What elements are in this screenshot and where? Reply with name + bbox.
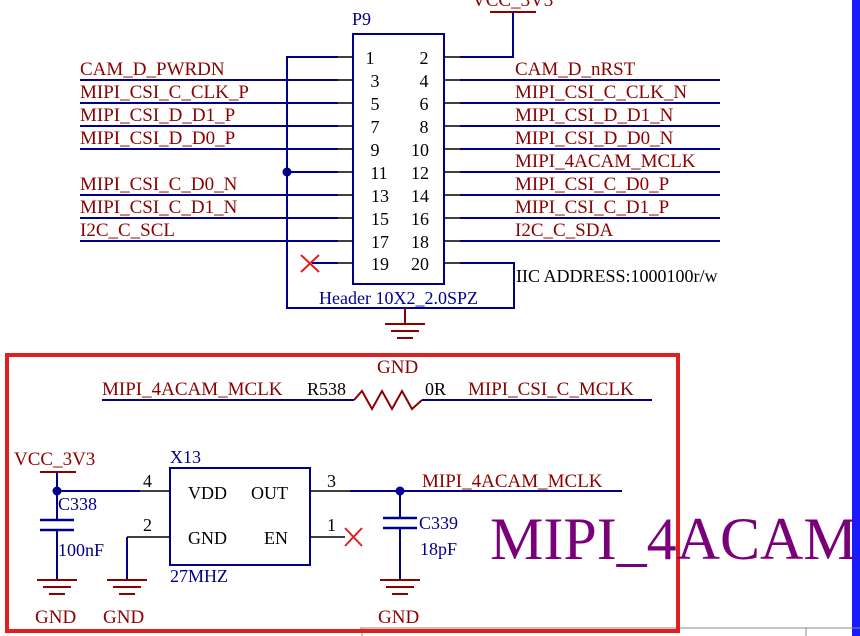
osc-pin-vdd: VDD	[188, 483, 227, 503]
gnd-label-osc: GND	[103, 607, 144, 628]
net-label-pin12[interactable]: MIPI_4ACAM_MCLK	[515, 151, 696, 172]
no-connect-mark-pin19	[300, 254, 320, 273]
wire-vcc-pin2	[460, 12, 514, 58]
osc-body[interactable]	[169, 467, 311, 566]
vcc-supply-osc: VCC_3V3	[14, 449, 95, 520]
net-label-pin16[interactable]: MIPI_CSI_C_D1_P	[515, 197, 669, 218]
gnd-symbol-osc	[107, 579, 147, 595]
c339-value: 18pF	[420, 539, 457, 559]
osc-pin-number-3: 3	[327, 471, 336, 491]
pin-number-14: 14	[411, 186, 429, 206]
osc-pin-number-2: 2	[143, 515, 152, 535]
c338-value: 100nF	[58, 540, 104, 560]
net-label-pin8[interactable]: MIPI_CSI_D_D1_N	[515, 105, 674, 126]
pin-number-12: 12	[411, 163, 429, 183]
capacitor-c339[interactable]: C339 18pF	[383, 491, 458, 580]
osc-designator: X13	[170, 447, 201, 467]
junction-pin11	[282, 167, 292, 177]
resistor-zigzag	[353, 388, 423, 412]
sheet-border-right	[852, 0, 860, 636]
pin-number-9: 9	[371, 140, 380, 160]
osc-pin-en: EN	[264, 528, 288, 548]
pin-number-4: 4	[420, 71, 429, 91]
gnd-symbol-c339	[380, 579, 420, 595]
pin-number-17: 17	[371, 232, 389, 252]
net-label-pin10[interactable]: MIPI_CSI_D_D0_N	[515, 128, 674, 149]
pin-number-20: 20	[411, 254, 429, 274]
net-label-pin15[interactable]: MIPI_CSI_C_D1_N	[80, 197, 238, 218]
pin-number-15: 15	[371, 209, 389, 229]
vcc-label-osc: VCC_3V3	[14, 449, 95, 470]
net-label-pin13[interactable]: MIPI_CSI_C_D0_N	[80, 174, 238, 195]
header-designator: P9	[352, 9, 371, 29]
resistor-designator: R538	[307, 379, 346, 399]
resistor-value: 0R	[425, 379, 446, 399]
no-connect-mark-en	[344, 527, 363, 547]
header-pin-leads	[338, 56, 460, 264]
osc-pin-out: OUT	[251, 483, 288, 503]
osc-value: 27MHZ	[170, 566, 228, 586]
oscillator-x13[interactable]: X13 VDD OUT GND EN 27MHZ 4 2 3 1 MIPI_4A…	[57, 447, 622, 586]
pin-number-18: 18	[411, 232, 429, 252]
junction-vdd	[52, 486, 62, 496]
capacitor-c338[interactable]: C338 100nF	[40, 494, 104, 580]
net-label-pin9[interactable]: MIPI_CSI_D_D0_P	[80, 128, 235, 149]
gnd-symbol-c338	[37, 579, 77, 595]
gnd-label-c339: GND	[378, 607, 419, 628]
pin-number-6: 6	[420, 94, 429, 114]
header-body[interactable]	[352, 33, 445, 285]
header-top-power-label: VCC_3V3	[472, 0, 553, 11]
net-label-pin14[interactable]: MIPI_CSI_C_D0_P	[515, 174, 669, 195]
net-label-pin6[interactable]: MIPI_CSI_C_CLK_N	[515, 82, 687, 103]
gnd-symbol-header	[385, 308, 425, 339]
net-label-pin3[interactable]: CAM_D_PWRDN	[80, 59, 225, 80]
section-title: MIPI_4ACAM	[490, 506, 857, 572]
resistor-r538[interactable]: MIPI_4ACAM_MCLK R538 0R MIPI_CSI_C_MCLK	[102, 379, 652, 412]
pin-number-16: 16	[411, 209, 429, 229]
header-p9[interactable]: P9 VCC_3V3	[80, 0, 720, 378]
pin-number-7: 7	[371, 117, 380, 137]
wire-pin1-loop	[286, 56, 515, 309]
gnd-label-c338: GND	[35, 607, 76, 628]
pin-number-3: 3	[371, 71, 380, 91]
net-label-pin7[interactable]: MIPI_CSI_D_D1_P	[80, 105, 235, 126]
pin-number-11: 11	[370, 163, 387, 183]
osc-pin-gnd: GND	[188, 528, 227, 548]
c338-designator: C338	[58, 494, 97, 514]
net-label-pin17[interactable]: I2C_C_SCL	[80, 220, 175, 241]
net-label-pin18[interactable]: I2C_C_SDA	[515, 220, 613, 241]
pin-number-5: 5	[371, 94, 380, 114]
pin-number-8: 8	[420, 117, 429, 137]
net-label-pin5[interactable]: MIPI_CSI_C_CLK_P	[80, 82, 249, 103]
iic-address-note: IIC ADDRESS:1000100r/w	[516, 266, 718, 286]
header-value: Header 10X2_2.0SPZ	[319, 288, 478, 308]
c339-designator: C339	[419, 513, 458, 533]
osc-pin-number-1: 1	[327, 515, 336, 535]
net-label-r538-left[interactable]: MIPI_4ACAM_MCLK	[102, 379, 283, 400]
pin-number-19: 19	[371, 254, 389, 274]
pin-number-10: 10	[411, 140, 429, 160]
highlight-box	[5, 353, 680, 633]
osc-pin-number-4: 4	[143, 471, 152, 491]
net-label-pin4[interactable]: CAM_D_nRST	[515, 59, 636, 80]
net-label-osc-out[interactable]: MIPI_4ACAM_MCLK	[422, 471, 603, 492]
gnd-label-header: GND	[377, 357, 418, 378]
pin-number-13: 13	[371, 186, 389, 206]
pin-number-1: 1	[366, 48, 375, 68]
pin-number-2: 2	[420, 48, 429, 68]
net-label-r538-right[interactable]: MIPI_CSI_C_MCLK	[468, 379, 634, 400]
